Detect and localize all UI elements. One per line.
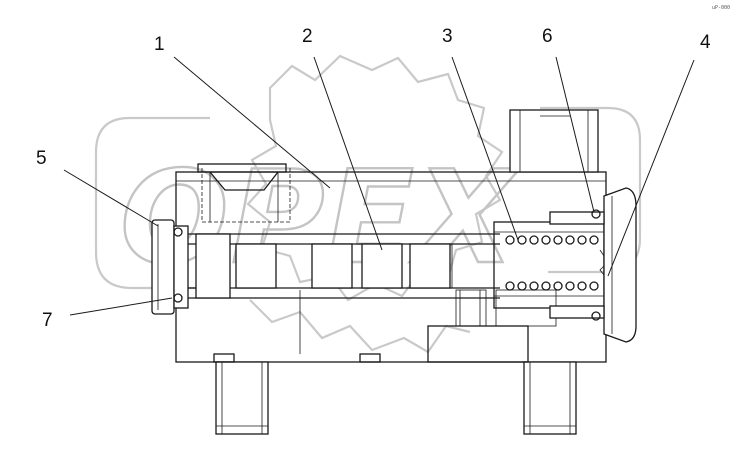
callout-5: 5 <box>36 148 47 169</box>
callout-1: 1 <box>154 34 165 55</box>
top-port-block <box>509 109 599 173</box>
watermark-badge-left <box>94 116 210 290</box>
left-end-cap <box>151 219 189 315</box>
leader-1 <box>173 56 331 189</box>
leader-7 <box>69 297 173 316</box>
leader-6 <box>555 56 595 213</box>
leader-2 <box>313 56 383 251</box>
leader-lines <box>63 56 695 316</box>
callout-4: 4 <box>700 32 711 53</box>
callout-6: 6 <box>542 26 553 47</box>
bottom-foot-right <box>523 361 577 435</box>
spring-coils-lower <box>505 281 599 291</box>
callout-2: 2 <box>302 26 313 47</box>
leader-5 <box>63 169 159 227</box>
drawing-reference: uP-000 <box>712 5 730 11</box>
bottom-foot-left <box>215 361 269 435</box>
watermark-gear-lower <box>249 299 471 354</box>
leader-4 <box>607 59 695 277</box>
right-cover <box>549 187 637 343</box>
valve-body <box>151 109 637 435</box>
spring-coils-upper <box>505 235 599 245</box>
callout-3: 3 <box>442 26 453 47</box>
watermark-gear <box>246 54 504 302</box>
callout-7: 7 <box>42 310 53 331</box>
callout-labels: 1 2 3 4 5 6 7 <box>36 26 711 331</box>
spool <box>186 233 500 299</box>
leader-3 <box>451 56 519 241</box>
